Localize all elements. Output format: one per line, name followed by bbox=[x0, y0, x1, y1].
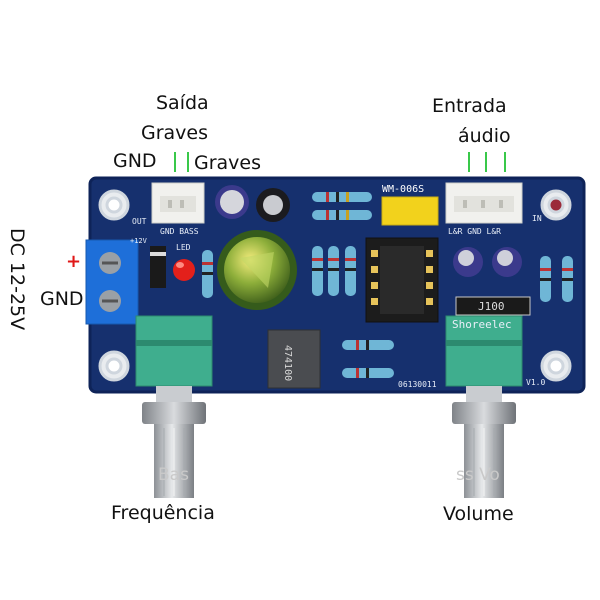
lower-resistors bbox=[342, 340, 394, 378]
ic-socket bbox=[365, 237, 439, 323]
label-graves-output: Graves bbox=[194, 152, 262, 174]
silk-version: V1.0 bbox=[526, 378, 546, 387]
silk-brand: Shoreelec bbox=[452, 318, 512, 331]
label-dc-voltage: DC 12-25V bbox=[6, 228, 28, 331]
pointer-mark-input-3 bbox=[504, 152, 506, 172]
label-frequencia: Frequência bbox=[111, 502, 215, 524]
small-capacitor-right-1 bbox=[453, 247, 483, 277]
right-resistors bbox=[540, 256, 573, 302]
plus-sign: + bbox=[66, 251, 82, 272]
label-entrada-audio: áudio bbox=[458, 125, 511, 147]
pointer-mark-input-1 bbox=[468, 152, 470, 172]
yellow-film-capacitor bbox=[381, 196, 439, 226]
silk-module-code: 474100 bbox=[282, 345, 293, 382]
label-saida-graves: Graves bbox=[141, 122, 209, 144]
smd-resistor bbox=[455, 296, 531, 316]
pointer-mark-output-2 bbox=[187, 152, 189, 172]
red-led bbox=[173, 259, 195, 281]
silk-out: OUT bbox=[132, 217, 147, 226]
diode bbox=[150, 246, 166, 288]
silk-12v: +12V bbox=[130, 237, 147, 245]
small-capacitor-right-2 bbox=[492, 247, 522, 277]
label-saida: Saída bbox=[156, 92, 209, 114]
mounting-holes bbox=[98, 189, 572, 382]
input-connector bbox=[445, 182, 523, 224]
silk-led: LED bbox=[176, 243, 191, 252]
silk-lr-gnd-lr: L&R GND L&R bbox=[448, 227, 501, 236]
silk-resistor-code: J100 bbox=[478, 300, 505, 313]
label-entrada: Entrada bbox=[432, 95, 507, 117]
silk-in: IN bbox=[532, 214, 542, 223]
knob-right-ghost-text: ss Vo bbox=[456, 465, 500, 485]
small-capacitor-top-mid bbox=[256, 188, 290, 222]
potentiometer-right bbox=[445, 315, 523, 498]
label-gnd-output: GND bbox=[113, 150, 157, 172]
silk-serial: 06130011 bbox=[398, 380, 437, 389]
label-volume: Volume bbox=[443, 503, 514, 525]
top-resistors bbox=[312, 192, 372, 220]
small-capacitor-top-left bbox=[215, 185, 249, 219]
middle-resistors bbox=[312, 246, 356, 296]
black-module bbox=[267, 329, 321, 389]
resistor-near-led bbox=[202, 250, 213, 298]
large-electrolytic-capacitor bbox=[217, 230, 297, 310]
output-connector bbox=[151, 182, 205, 224]
dc-terminal-block bbox=[85, 239, 139, 325]
label-gnd-dc: GND bbox=[40, 288, 84, 310]
potentiometer-left bbox=[135, 315, 213, 498]
silk-ic-marking: WM-006S bbox=[382, 184, 425, 195]
knob-left-ghost-text: Bas bbox=[158, 465, 189, 485]
pointer-mark-output-1 bbox=[174, 152, 176, 172]
silk-gnd-bass: GND BASS bbox=[160, 227, 199, 236]
pointer-mark-input-2 bbox=[485, 152, 487, 172]
